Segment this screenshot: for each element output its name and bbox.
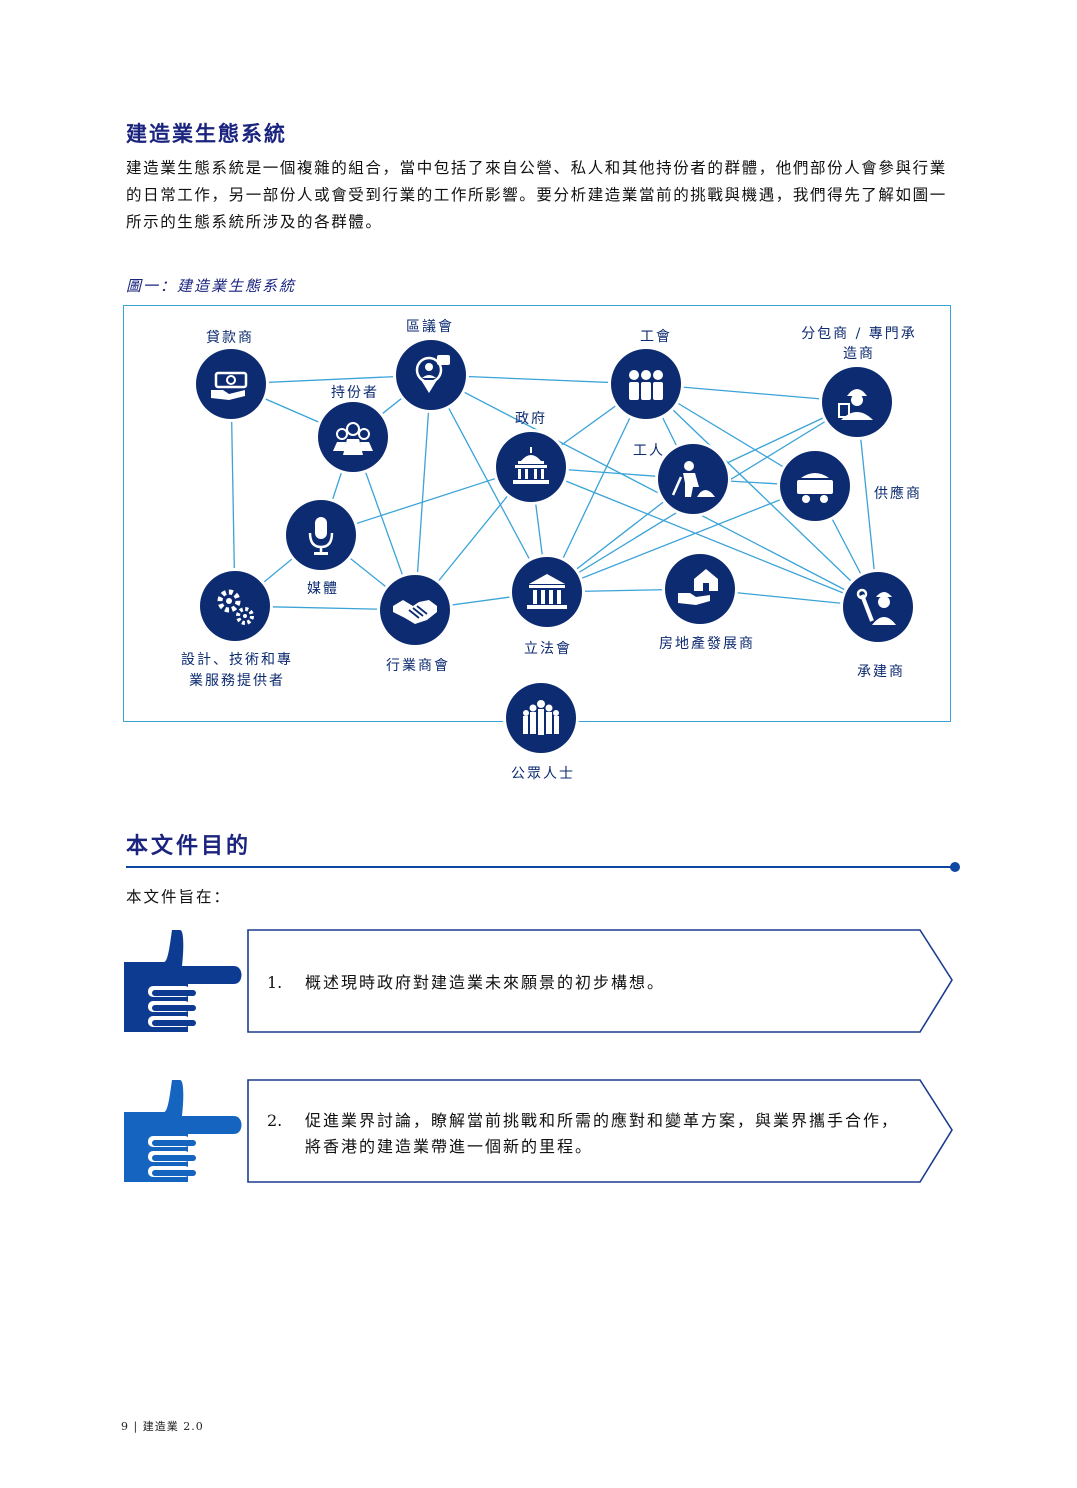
- pointing-hand-icon: [124, 1080, 242, 1182]
- node-union: [608, 346, 684, 422]
- node-stakeholders: [315, 399, 391, 475]
- node-trade: [377, 572, 453, 648]
- crowd-icon: [523, 700, 559, 735]
- wrench-worker-icon: [856, 588, 896, 625]
- purpose-lead: 本文件旨在：: [126, 888, 232, 906]
- page-footer: 9 | 建造業 2.0: [121, 1420, 204, 1433]
- handshake-icon: [393, 600, 437, 624]
- node-government: [493, 429, 569, 505]
- node-circle: [512, 557, 582, 627]
- node-label-trade: 行業商會: [386, 658, 450, 674]
- node-district: [393, 337, 469, 413]
- link-union-contractor: [645, 383, 879, 608]
- link-suppliers-legco: [546, 485, 816, 593]
- section-rule: [126, 866, 954, 868]
- node-label-subcontractor: 分包商 / 專門承造商: [801, 326, 917, 362]
- workers-group-icon: [629, 370, 663, 400]
- columns-building-icon: [527, 574, 567, 609]
- node-legco: [509, 554, 585, 630]
- node-lender: [193, 346, 269, 422]
- node-label-legco: 立法會: [524, 641, 572, 657]
- node-circle: [318, 402, 388, 472]
- node-label-union: 工會: [640, 329, 672, 345]
- node-suppliers: [777, 448, 853, 524]
- section-title-purpose: 本文件目的: [126, 833, 252, 859]
- goal-1-number: 1.: [267, 973, 283, 992]
- mine-cart-icon: [797, 473, 833, 503]
- node-media: [283, 497, 359, 573]
- node-label-lender: 貸款商: [206, 330, 254, 346]
- node-workers: [655, 441, 731, 517]
- node-label-public: 公眾人士: [511, 766, 575, 782]
- node-design: [197, 568, 273, 644]
- node-label-contractor: 承建商: [857, 664, 905, 680]
- node-label-workers: 工人: [633, 443, 665, 459]
- section-title-ecosystem: 建造業生態系統: [126, 121, 287, 146]
- node-circle: [200, 571, 270, 641]
- node-label-developer: 房地產發展商: [659, 636, 755, 652]
- node-contractor: [840, 569, 916, 645]
- goal-1-text: 概述現時政府對建造業未來願景的初步構想。: [305, 973, 666, 992]
- goal-2-number: 2.: [267, 1111, 283, 1130]
- ecosystem-network: [193, 337, 916, 756]
- goal-1-banner: [124, 929, 953, 1033]
- goal-2-text: 促進業界討論，瞭解當前挑戰和所需的應對和變革方案，與業界攜手合作，將香港的建造業…: [305, 1111, 900, 1156]
- node-label-government: 政府: [515, 411, 547, 427]
- node-public: [503, 680, 579, 756]
- node-circle: [843, 572, 913, 642]
- money-hand-icon: [211, 371, 248, 400]
- link-district-trade: [414, 374, 432, 611]
- figure-caption: 圖一：建造業生態系統: [126, 277, 297, 295]
- speech-person-pin-icon: [415, 355, 450, 393]
- link-district-legco: [430, 374, 548, 593]
- link-government-contractor: [530, 466, 879, 608]
- node-label-district: 區議會: [406, 319, 454, 335]
- node-circle: [396, 340, 466, 410]
- node-label-stakeholders: 持份者: [331, 385, 379, 401]
- microphone-icon: [308, 517, 334, 555]
- house-hand-icon: [678, 569, 718, 605]
- hardhat-worker-icon: [838, 389, 873, 420]
- node-label-media: 媒體: [307, 581, 339, 597]
- section-rule-dot: [950, 862, 960, 872]
- node-subcontractor: [819, 364, 895, 440]
- pointing-hand-icon: [124, 930, 242, 1032]
- intro-paragraph: 建造業生態系統是一個複雜的組合，當中包括了來自公營、私人和其他持份者的群體，他們…: [126, 159, 947, 231]
- node-label-design: 設計、技術和專業服務提供者: [181, 652, 293, 689]
- gears-icon: [217, 589, 254, 625]
- goal-2-banner: [124, 1079, 953, 1183]
- capitol-dome-icon: [513, 447, 549, 484]
- node-developer: [662, 551, 738, 627]
- node-label-suppliers: 供應商: [874, 486, 922, 502]
- link-union-legco: [546, 383, 647, 593]
- people-group-icon: [333, 422, 373, 455]
- link-district-contractor: [430, 374, 879, 608]
- shovel-worker-icon: [671, 461, 715, 497]
